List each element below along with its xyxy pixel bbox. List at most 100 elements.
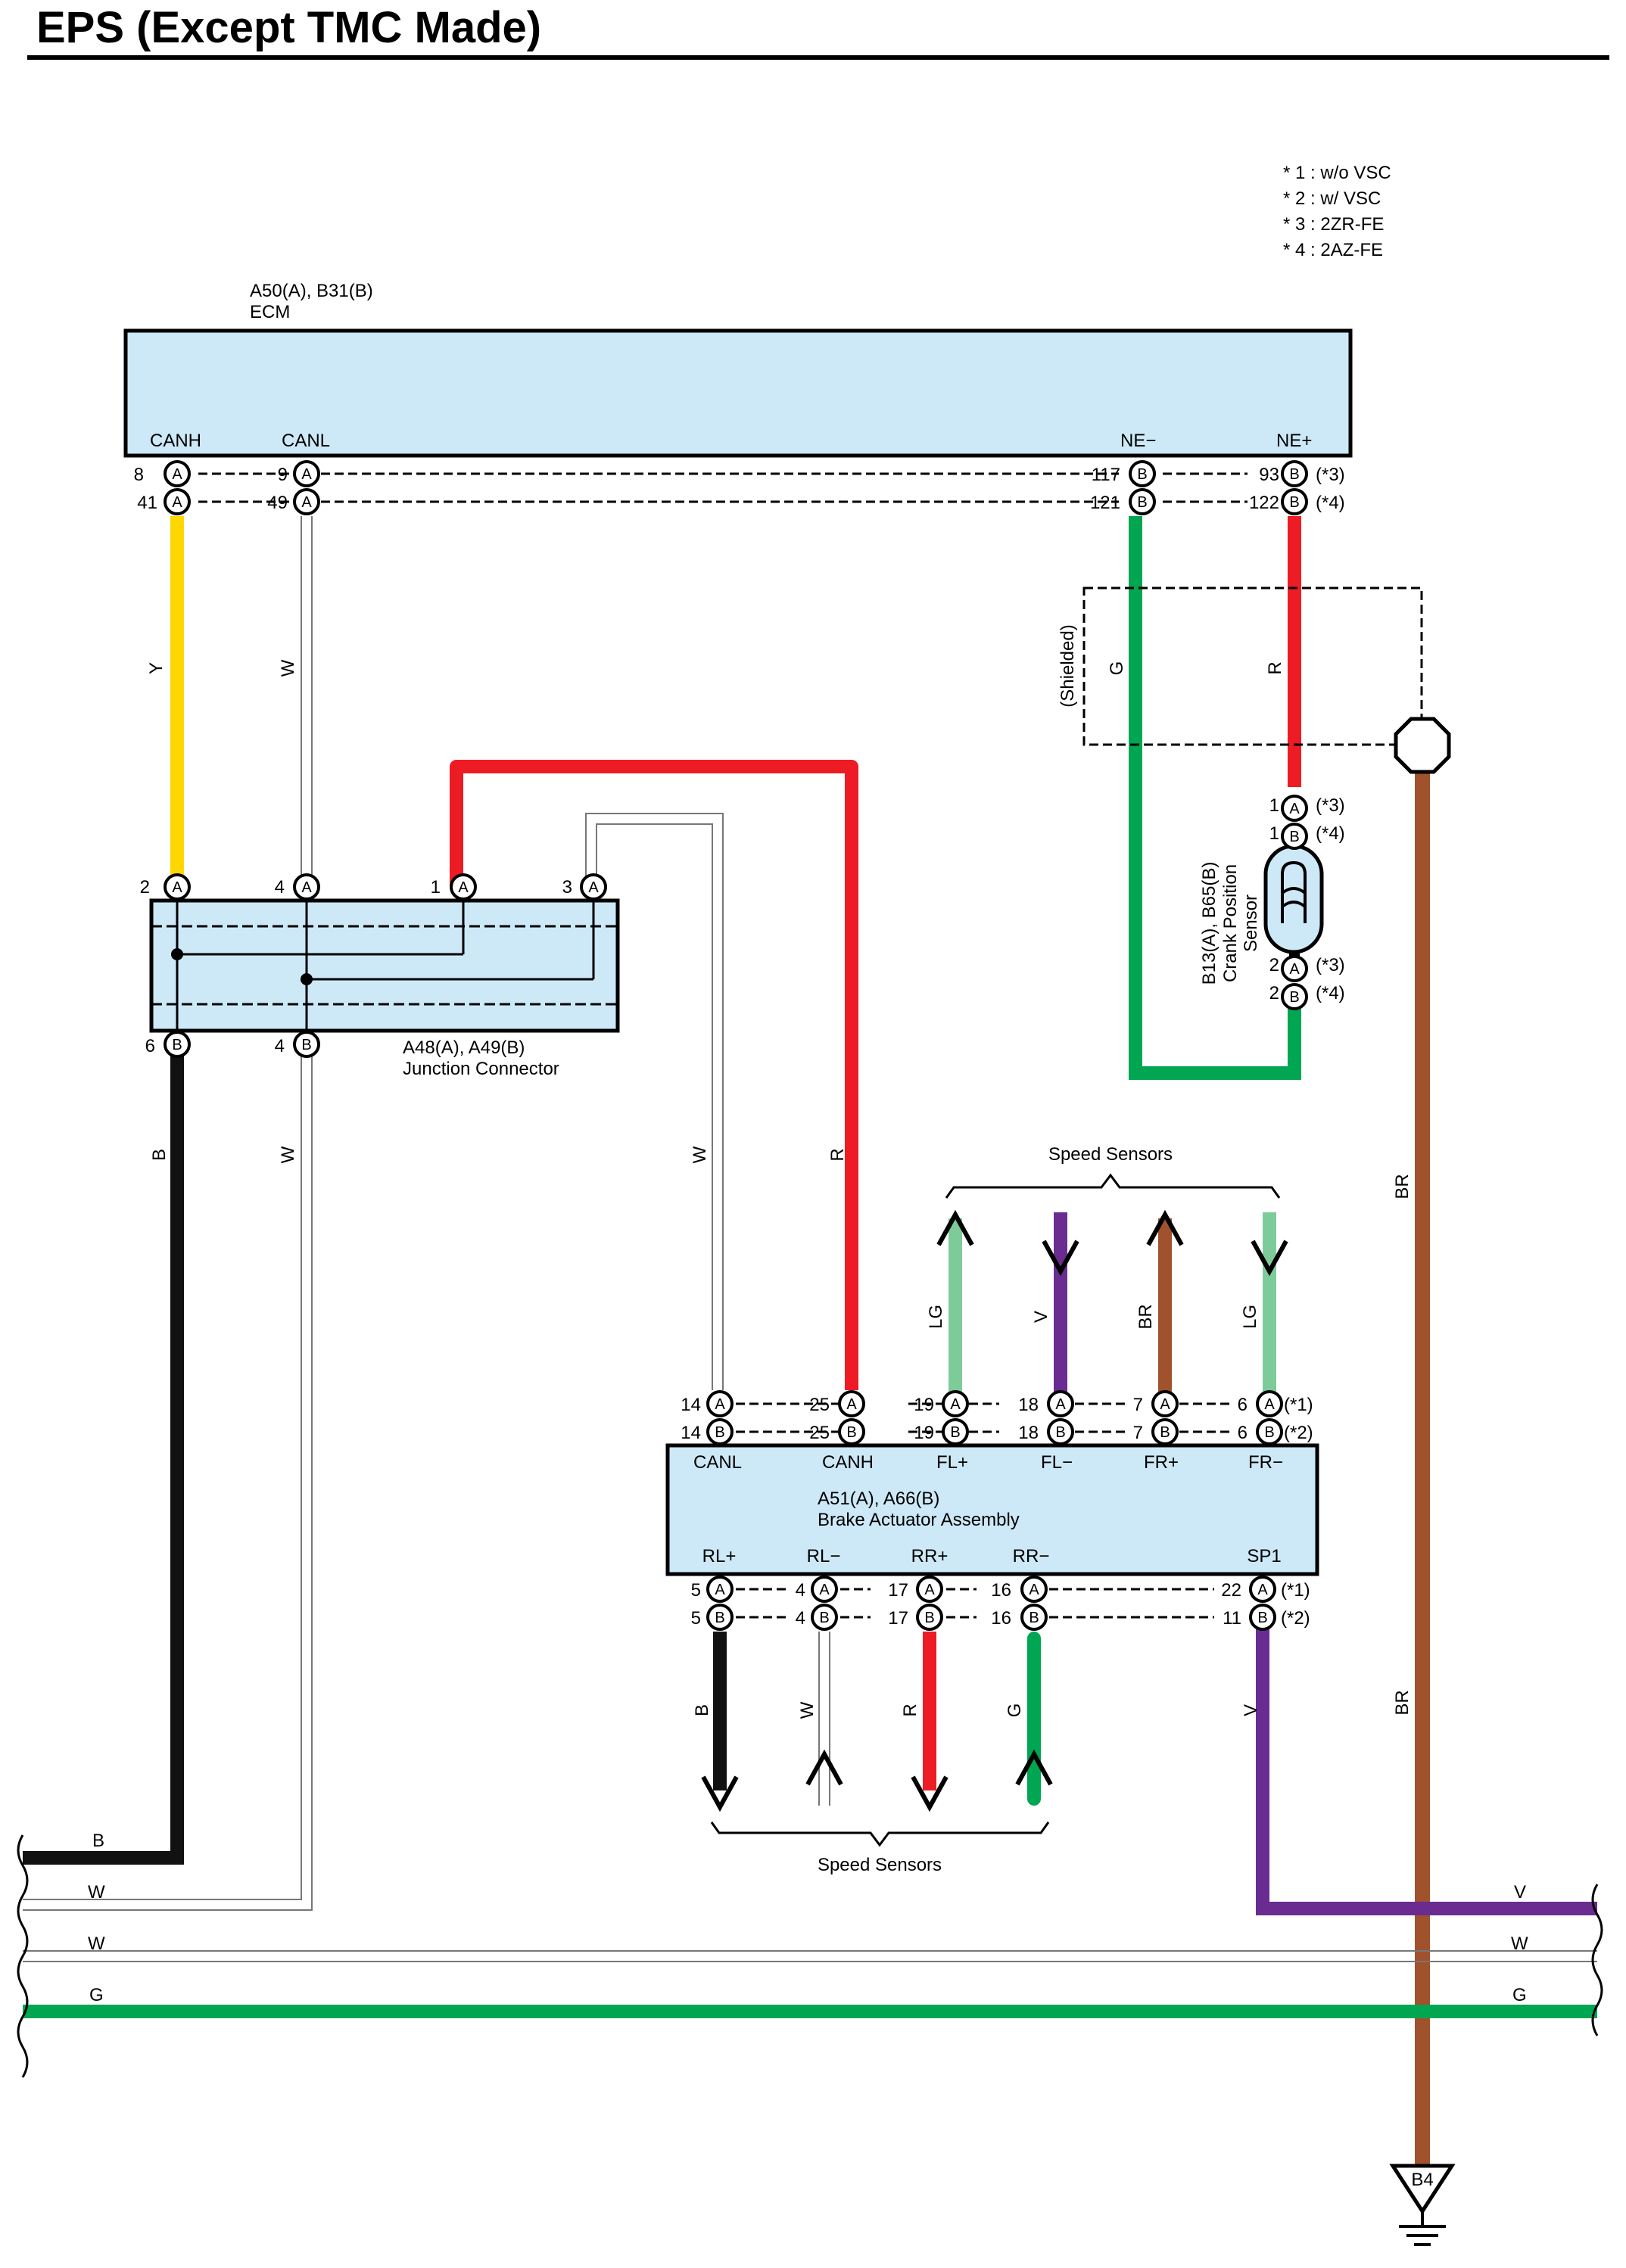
crank-sensor-code: B13(A), B65(B) [1199, 862, 1220, 985]
bracket-top [945, 1173, 1281, 1199]
arrow-up-icon [805, 1749, 843, 1786]
wire-label: V [1031, 1311, 1051, 1323]
brake-pin-label: FL+ [936, 1452, 968, 1473]
sensor-pin-num: 1 [1269, 795, 1279, 816]
brake-pin-num: 25 [809, 1423, 830, 1443]
sensor-variant: (*3) [1316, 955, 1345, 975]
ecm-pin-num: 41 [137, 493, 157, 513]
brake-pin-num: 18 [1018, 1423, 1039, 1443]
pin-circle [1281, 823, 1308, 850]
wire-label: LG [926, 1305, 946, 1329]
wire-y-canh [170, 516, 184, 887]
wire-v-sp1 [1256, 1610, 1597, 1915]
pin-letter: B [1029, 1610, 1039, 1626]
pin-circle [293, 873, 320, 901]
pin-circle [164, 460, 191, 487]
ecm-pin-ne-plus: NE+ [1276, 431, 1312, 451]
brake-pin-num: 6 [1238, 1395, 1248, 1415]
pin-letter: B [1160, 1424, 1170, 1441]
brake-pin-num: 17 [888, 1580, 908, 1601]
pin-circle [450, 873, 477, 901]
wire-g-nem-bottom [1129, 1066, 1301, 1080]
bus-label: W [88, 1882, 105, 1902]
pin-circle [1281, 955, 1308, 982]
pin-circle [1249, 1576, 1276, 1603]
wire-label: G [1107, 661, 1127, 676]
crank-sensor-name: Crank Position [1220, 864, 1241, 982]
pin-circle [164, 488, 191, 515]
break-line-left [17, 1834, 29, 2078]
pin-letter: A [715, 1396, 725, 1413]
wire-b-rlplus [713, 1632, 727, 1790]
pin-letter: B [1257, 1610, 1267, 1626]
pin-letter: A [301, 879, 312, 896]
pin-letter: A [1289, 961, 1300, 978]
wire-label: BR [1392, 1174, 1413, 1199]
pin-letter: B [846, 1424, 856, 1441]
brake-pin-num: 19 [914, 1395, 934, 1415]
pin-letter: B [715, 1610, 724, 1626]
ecm-pin-num: 93 [1259, 465, 1279, 485]
pin-circle [942, 1390, 969, 1417]
wire-label: V [1241, 1704, 1261, 1716]
wire-label: LG [1240, 1305, 1260, 1329]
wire-r-rrplus [923, 1632, 936, 1790]
wire-br-frplus [1158, 1218, 1172, 1392]
jc-pin-num: 6 [145, 1036, 155, 1056]
speed-sensors-label-top: Speed Sensors [1048, 1144, 1173, 1165]
pin-letter: A [1257, 1582, 1268, 1598]
arrow-up-icon [1015, 1749, 1053, 1786]
pin-circle [1129, 488, 1156, 515]
note-2: * 2 : w/ VSC [1283, 188, 1381, 209]
pin-letter: A [1029, 1582, 1039, 1598]
wire-label: B [149, 1149, 170, 1161]
bus-g [23, 2005, 1597, 2018]
ecm-variant-b: (*4) [1316, 493, 1345, 513]
brake-pin-label: RR− [1013, 1546, 1050, 1566]
wire-label: BR [1392, 1690, 1413, 1715]
note-1: * 1 : w/o VSC [1283, 163, 1391, 183]
wire-label: R [827, 1148, 848, 1161]
wire-label: G [1005, 1703, 1025, 1718]
pin-letter: B [172, 1037, 182, 1053]
pin-circle [1249, 1604, 1276, 1631]
arrow-down-icon [1042, 1240, 1079, 1277]
pin-letter: A [1264, 1396, 1275, 1413]
pin-letter: B [950, 1424, 960, 1441]
pin-circle [1281, 795, 1308, 822]
wire-g-nem [1129, 516, 1142, 1080]
wire-w-jc [23, 1044, 302, 1900]
brake-pin-label: FR− [1248, 1452, 1283, 1473]
pin-letter: A [172, 494, 182, 511]
brake-variant: (*1) [1284, 1395, 1313, 1415]
bus-label: V [1514, 1882, 1526, 1902]
break-line-right [1591, 1884, 1603, 2036]
pin-letter: A [924, 1582, 935, 1598]
pin-circle [811, 1576, 838, 1603]
wire-lg-frminus [1263, 1212, 1276, 1392]
brake-pin-num: 16 [991, 1608, 1011, 1629]
pin-circle [1256, 1418, 1283, 1445]
brake-pin-label: FR+ [1144, 1452, 1179, 1473]
pin-circle [838, 1418, 865, 1445]
title-rule [27, 55, 1609, 60]
wire-w-canl-brake [585, 813, 724, 1390]
junction-connector-box [149, 898, 620, 1033]
pin-letter: B [1264, 1424, 1274, 1441]
pin-letter: B [1289, 829, 1299, 845]
pin-circle [1281, 460, 1308, 487]
bus-label: W [88, 1934, 105, 1954]
pin-letter: B [819, 1610, 829, 1626]
arrow-down-icon [911, 1775, 948, 1812]
brake-pin-num: 14 [681, 1395, 701, 1415]
wire-label: W [278, 1146, 298, 1163]
pin-letter: B [1137, 466, 1147, 483]
ecm-pin-num: 121 [1090, 493, 1120, 513]
shield-ground-splice-icon [1394, 717, 1451, 774]
brake-pin-label: CANL [693, 1452, 742, 1473]
pin-circle [916, 1576, 943, 1603]
wire-label: W [690, 1146, 710, 1163]
brake-variant: (*2) [1281, 1608, 1310, 1629]
junction-code: A48(A), A49(B) [403, 1038, 525, 1058]
